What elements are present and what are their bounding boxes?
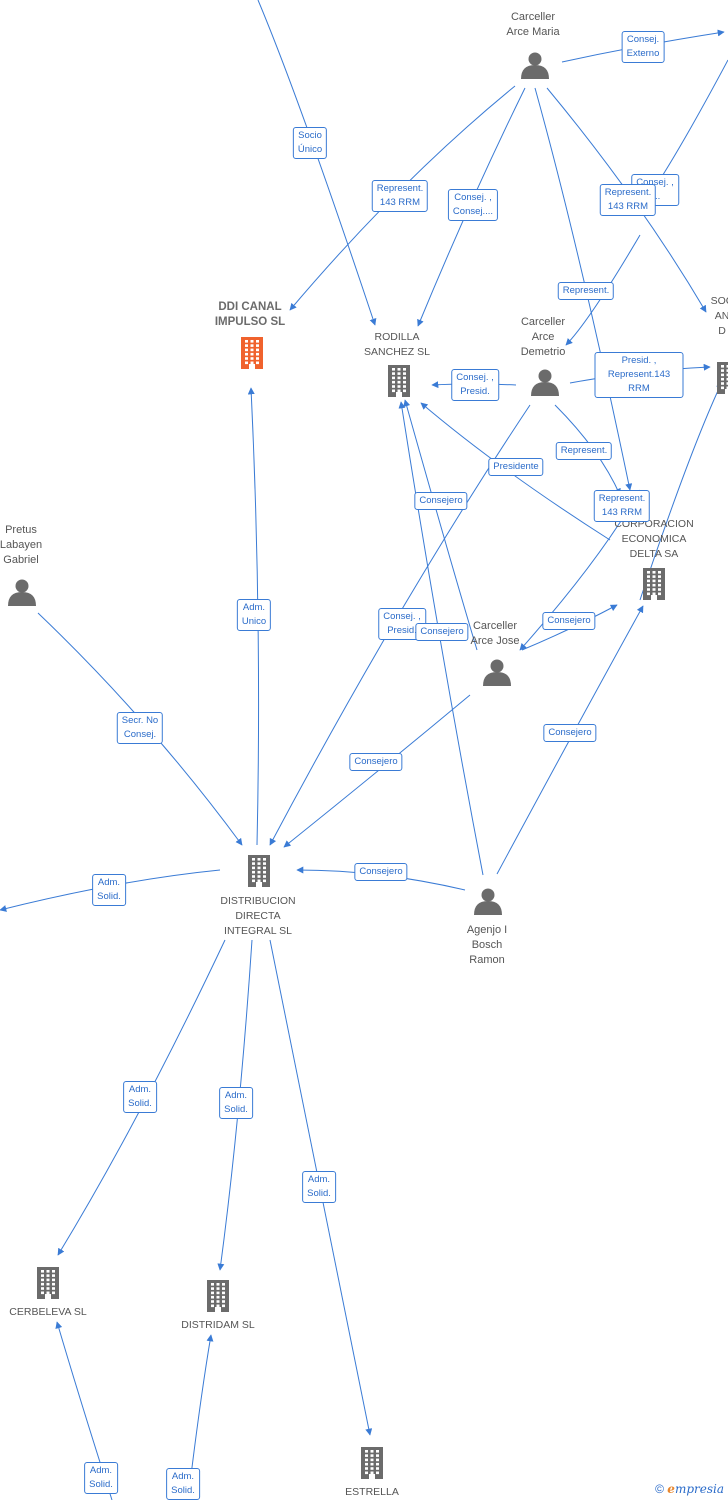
edge-line <box>403 399 478 651</box>
brand-name: empresia <box>667 1482 724 1496</box>
edge-label[interactable]: Adm. Solid. <box>219 1087 253 1119</box>
edge-label[interactable]: Presidente <box>488 458 544 476</box>
person-icon[interactable] <box>531 369 559 397</box>
edge-label[interactable]: Consejero <box>414 492 468 510</box>
edge-label[interactable]: Consej. , Presid. <box>378 608 426 640</box>
edge-label[interactable]: Adm. Unico <box>236 599 272 631</box>
edge-line <box>534 87 633 491</box>
node-label-pretus[interactable]: Pretus Labayen Gabriel <box>0 524 43 566</box>
edge-line <box>283 694 471 848</box>
person-icon[interactable] <box>521 52 549 80</box>
edge-label[interactable]: Socio Único <box>292 127 328 159</box>
person-icon[interactable] <box>8 579 36 607</box>
edge-label[interactable]: Consejero <box>543 724 597 742</box>
building-icon[interactable] <box>717 362 728 394</box>
edge-label[interactable]: Represent. <box>557 282 615 300</box>
edge-line <box>398 401 484 876</box>
edge-label[interactable]: Represent. 143 RRM <box>593 490 651 522</box>
edge-label[interactable]: Represent. 143 RRM <box>599 184 657 216</box>
node-label-agenjo[interactable]: Agenjo I Bosch Ramon <box>466 924 508 966</box>
edge-label[interactable]: Consejero <box>349 753 403 771</box>
building-icon[interactable] <box>207 1280 229 1312</box>
node-label-carceller-maria[interactable]: Carceller Arce Maria <box>506 11 560 38</box>
node-label-estrella[interactable]: ESTRELLA <box>345 1486 399 1498</box>
node-label-carceller-demetrio[interactable]: Carceller Arce Demetrio <box>520 316 566 358</box>
edge-line <box>565 234 641 346</box>
person-icon[interactable] <box>474 888 502 916</box>
edge-label[interactable]: Consej. , Consej.... <box>447 189 499 221</box>
edge-label[interactable]: Consejero <box>354 863 408 881</box>
edge-label[interactable]: Adm. Solid. <box>84 1462 118 1494</box>
edge-label[interactable]: Consej. , Presid. <box>451 369 499 401</box>
edge-label[interactable]: Consejero <box>415 623 469 641</box>
edge-label[interactable]: Presid. , Represent.143 RRM <box>594 352 684 398</box>
edge-label[interactable]: Represent. <box>555 442 613 460</box>
edge-label[interactable]: Adm. Solid. <box>166 1468 200 1500</box>
node-label-ddi-canal[interactable]: DDI CANAL IMPULSO SL <box>214 301 286 328</box>
node-label-distridam[interactable]: DISTRIDAM SL <box>181 1319 255 1331</box>
edge-label[interactable]: Adm. Solid. <box>302 1171 336 1203</box>
building-icon[interactable] <box>388 365 410 397</box>
edge-label[interactable]: Consejero <box>542 612 596 630</box>
node-label-distribucion[interactable]: DISTRIBUCION DIRECTA INTEGRAL SL <box>220 895 296 937</box>
edge-label[interactable]: Secr. No Consej. <box>116 712 164 744</box>
person-icon[interactable] <box>483 659 511 687</box>
edge-label[interactable]: Adm. Solid. <box>92 874 126 906</box>
building-icon[interactable] <box>241 337 263 369</box>
node-label-soc-partial[interactable]: SOC AN D <box>710 295 728 337</box>
edge-line <box>639 381 723 601</box>
building-icon[interactable] <box>643 568 665 600</box>
edge-label[interactable]: Represent. 143 RRM <box>371 180 429 212</box>
empresia-logo: © empresia <box>655 1482 724 1496</box>
building-icon[interactable] <box>37 1267 59 1299</box>
edge-label[interactable]: Adm. Solid. <box>123 1081 157 1113</box>
node-label-corporacion[interactable]: CORPORACION ECONOMICA DELTA SA <box>614 518 694 560</box>
building-icon[interactable] <box>361 1447 383 1479</box>
edge-line <box>257 0 377 326</box>
edge-label[interactable]: Consej. Externo <box>621 31 665 63</box>
building-icon[interactable] <box>248 855 270 887</box>
copyright-symbol: © <box>655 1482 664 1496</box>
node-label-carceller-jose[interactable]: Carceller Arce Jose <box>470 620 520 647</box>
node-label-cerbeleva[interactable]: CERBELEVA SL <box>9 1306 87 1318</box>
node-label-rodilla[interactable]: RODILLA SANCHEZ SL <box>364 331 430 358</box>
